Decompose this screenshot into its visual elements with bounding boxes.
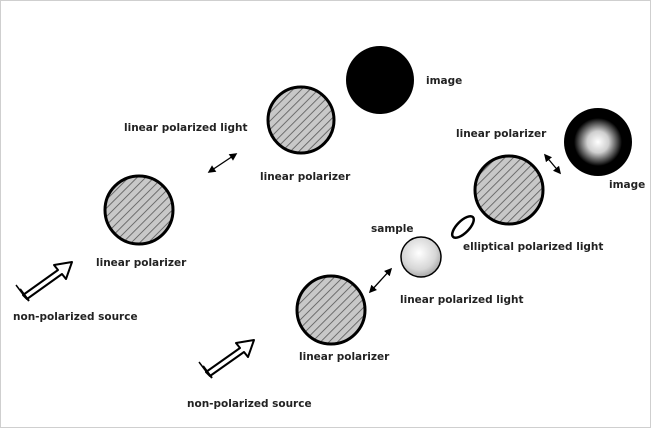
- label-linear-polarizer-bottom: linear polarizer: [299, 351, 390, 363]
- polarization-double-arrow-right: [544, 153, 561, 175]
- label-sample: sample: [371, 223, 414, 235]
- label-linear-polarized-light-bottom: linear polarized light: [400, 294, 524, 306]
- elliptical-polarization-ring: [450, 214, 476, 240]
- label-image-top: image: [426, 75, 462, 87]
- polarization-double-arrow-bottom: [368, 267, 393, 294]
- linear-polarizer-disc-top-mid: [266, 85, 336, 155]
- label-linear-polarizer-top-low: linear polarizer: [96, 257, 187, 269]
- image-disc-top: [346, 46, 414, 114]
- label-linear-polarized-light-top: linear polarized light: [124, 122, 248, 134]
- source-arrow-icon-bottom: [198, 339, 255, 379]
- label-non-polarized-source-top: non-polarized source: [13, 311, 138, 323]
- label-non-polarized-source-bottom: non-polarized source: [187, 398, 312, 410]
- image-disc-right-inner: [574, 118, 622, 166]
- linear-polarizer-disc-bottom: [295, 274, 367, 346]
- source-arrow-icon-top: [15, 261, 73, 302]
- label-image-right: image: [609, 179, 645, 191]
- linear-polarizer-disc-right: [473, 154, 545, 226]
- label-linear-polarizer-top-mid: linear polarizer: [260, 171, 351, 183]
- polarization-double-arrow-top: [207, 153, 238, 173]
- linear-polarizer-disc-top-low: [103, 174, 175, 246]
- label-linear-polarizer-right: linear polarizer: [456, 128, 547, 140]
- sample-disc: [400, 236, 442, 278]
- label-elliptical-polarized-light: elliptical polarized light: [463, 241, 603, 253]
